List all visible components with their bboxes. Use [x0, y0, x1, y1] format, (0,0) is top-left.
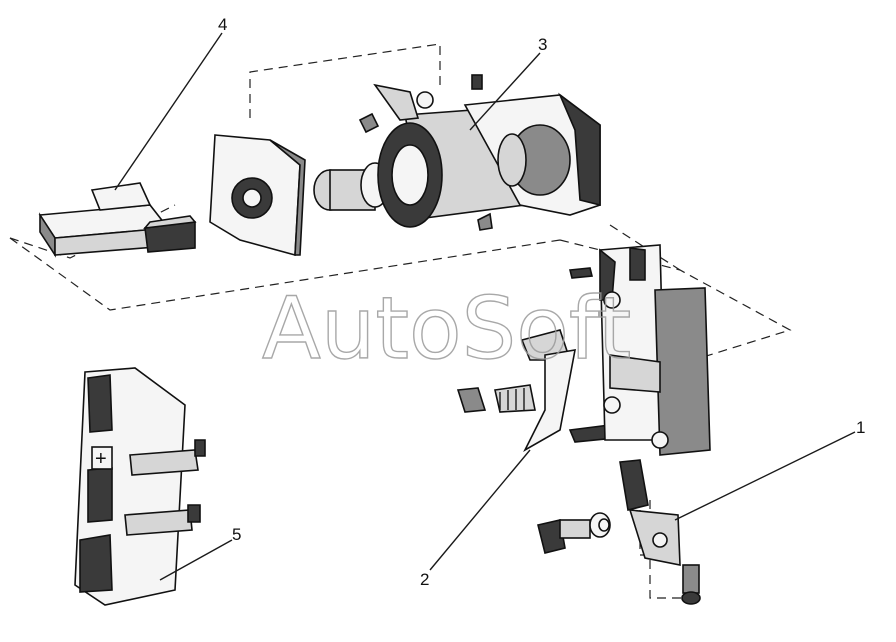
part-5-terminal-base: +	[74, 367, 206, 606]
callout-leaders	[114, 32, 856, 581]
part-3-solenoid-assembly	[209, 74, 601, 257]
leader-5	[159, 539, 233, 581]
callout-3: 3	[538, 35, 547, 54]
part-4-contact-bridge	[38, 182, 197, 258]
leader-1	[674, 431, 856, 521]
terminal-plus-symbol: +	[95, 448, 107, 470]
callout-4: 4	[218, 15, 227, 34]
callout-1: 1	[856, 418, 865, 437]
leader-4	[114, 32, 223, 191]
watermark-text: AutoSoft	[262, 279, 631, 379]
leader-2	[429, 449, 531, 571]
part-1-bracket-and-bolt	[537, 459, 701, 605]
callout-5: 5	[232, 525, 241, 544]
callout-2: 2	[420, 570, 429, 589]
main-contact-housing	[568, 244, 711, 456]
leader-3	[469, 52, 541, 131]
